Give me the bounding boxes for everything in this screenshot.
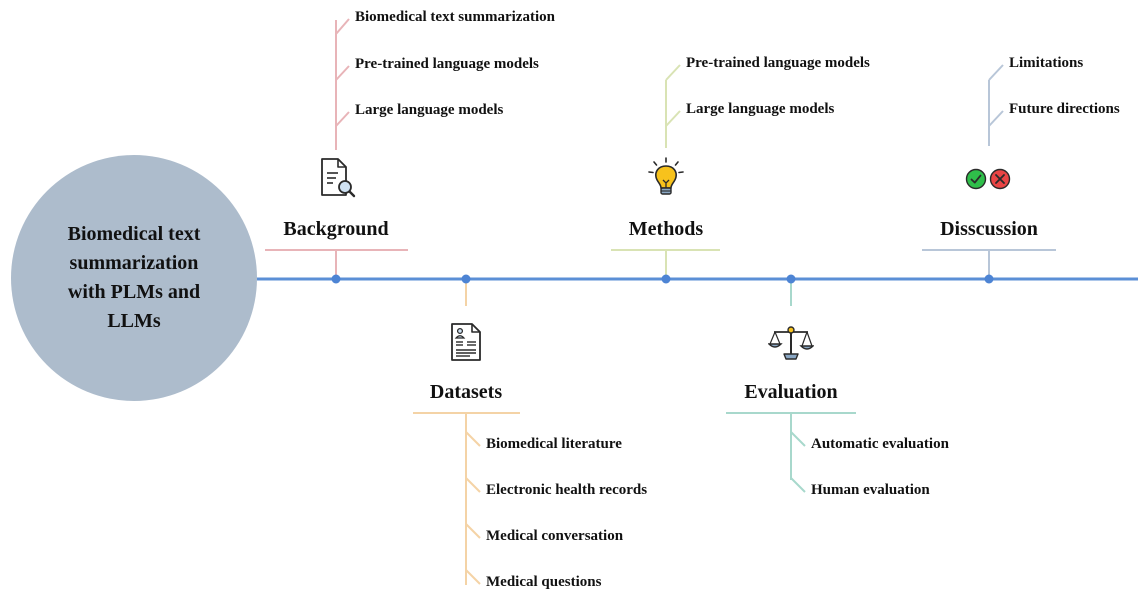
hub-circle: Biomedical text summarization with PLMs …	[11, 155, 257, 401]
methods-item: Large language models	[686, 101, 835, 117]
timeline-node-background	[331, 274, 341, 284]
background-item: Biomedical text summarization	[355, 9, 555, 25]
datasets-item: Biomedical literature	[486, 436, 622, 452]
timeline-node-discussion	[984, 274, 994, 284]
hub-label: Biomedical text summarization with PLMs …	[67, 223, 201, 332]
timeline-node-evaluation	[786, 274, 796, 284]
methods-branch	[611, 64, 720, 279]
balance-scale-icon	[768, 326, 814, 360]
evaluation-branch	[726, 279, 856, 493]
lightbulb-icon	[648, 157, 684, 195]
background-title: Background	[283, 218, 389, 240]
discussion-branch	[922, 64, 1056, 279]
timeline-node-datasets	[461, 274, 471, 284]
background-item: Pre-trained language models	[355, 56, 539, 72]
datasets-title: Datasets	[429, 381, 503, 403]
evaluation-item: Automatic evaluation	[811, 436, 949, 452]
discussion-item: Limitations	[1009, 55, 1084, 71]
datasets-item: Medical conversation	[486, 528, 624, 544]
methods-item: Pre-trained language models	[686, 55, 870, 71]
datasets-branch	[413, 279, 520, 585]
document-search-icon	[321, 158, 356, 198]
datasets-item: Electronic health records	[486, 482, 648, 498]
background-branch	[265, 18, 408, 279]
check-cross-icon	[965, 168, 1011, 190]
report-document-icon	[451, 323, 481, 361]
discussion-title: Disscussion	[940, 218, 1038, 240]
evaluation-title: Evaluation	[744, 381, 838, 403]
methods-title: Methods	[628, 218, 704, 240]
discussion-item: Future directions	[1009, 101, 1120, 117]
datasets-item: Medical questions	[486, 574, 602, 590]
timeline-node-methods	[661, 274, 671, 284]
background-item: Large language models	[355, 102, 504, 118]
evaluation-item: Human evaluation	[811, 482, 930, 498]
